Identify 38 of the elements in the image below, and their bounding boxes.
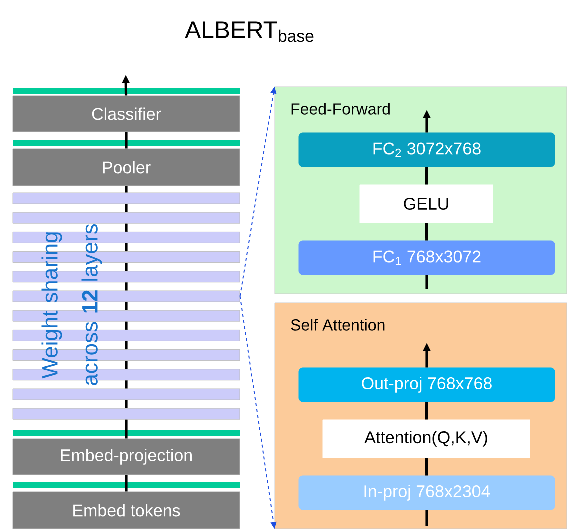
connector xyxy=(426,275,428,289)
function-box: GELU xyxy=(360,184,494,224)
connector xyxy=(425,223,428,241)
connector xyxy=(125,186,128,193)
layer-bar xyxy=(12,212,240,224)
title: ALBERT$_{base}$ xyxy=(185,22,314,42)
connector xyxy=(425,458,428,476)
connector xyxy=(125,204,128,212)
layer-box: Pooler xyxy=(12,148,240,186)
layer-box: FC$_{1}$ 768x3072 xyxy=(298,240,556,276)
connector xyxy=(125,380,128,389)
layer-box: Embed-projection xyxy=(12,438,240,476)
connector xyxy=(125,361,128,370)
connector xyxy=(125,282,128,291)
connector xyxy=(125,243,128,252)
connector xyxy=(125,263,128,272)
connector xyxy=(125,475,128,492)
panel-heading: Feed-Forward xyxy=(292,103,390,115)
panel-heading: Self Attention xyxy=(291,319,385,331)
layer-box: FC$_{2}$ 3072x768 xyxy=(298,132,556,168)
layer-box: In-proj 768x2304 xyxy=(298,476,556,510)
connector xyxy=(125,322,128,330)
connector xyxy=(125,302,128,310)
connector xyxy=(125,400,128,408)
connector xyxy=(426,510,428,526)
layer-bar xyxy=(12,408,240,420)
layer-bar xyxy=(12,192,240,204)
connector xyxy=(125,420,128,439)
connector xyxy=(425,167,428,185)
function-box: Attention(Q,K,V) xyxy=(322,420,530,458)
connector xyxy=(125,132,128,149)
layer-box: Classifier xyxy=(12,96,240,132)
connector xyxy=(125,341,128,350)
connector xyxy=(125,224,128,232)
connector xyxy=(425,402,428,420)
layer-box: Embed tokens xyxy=(12,492,240,529)
layer-box: Out-proj 768x768 xyxy=(298,368,556,402)
layer-bar xyxy=(12,388,240,400)
